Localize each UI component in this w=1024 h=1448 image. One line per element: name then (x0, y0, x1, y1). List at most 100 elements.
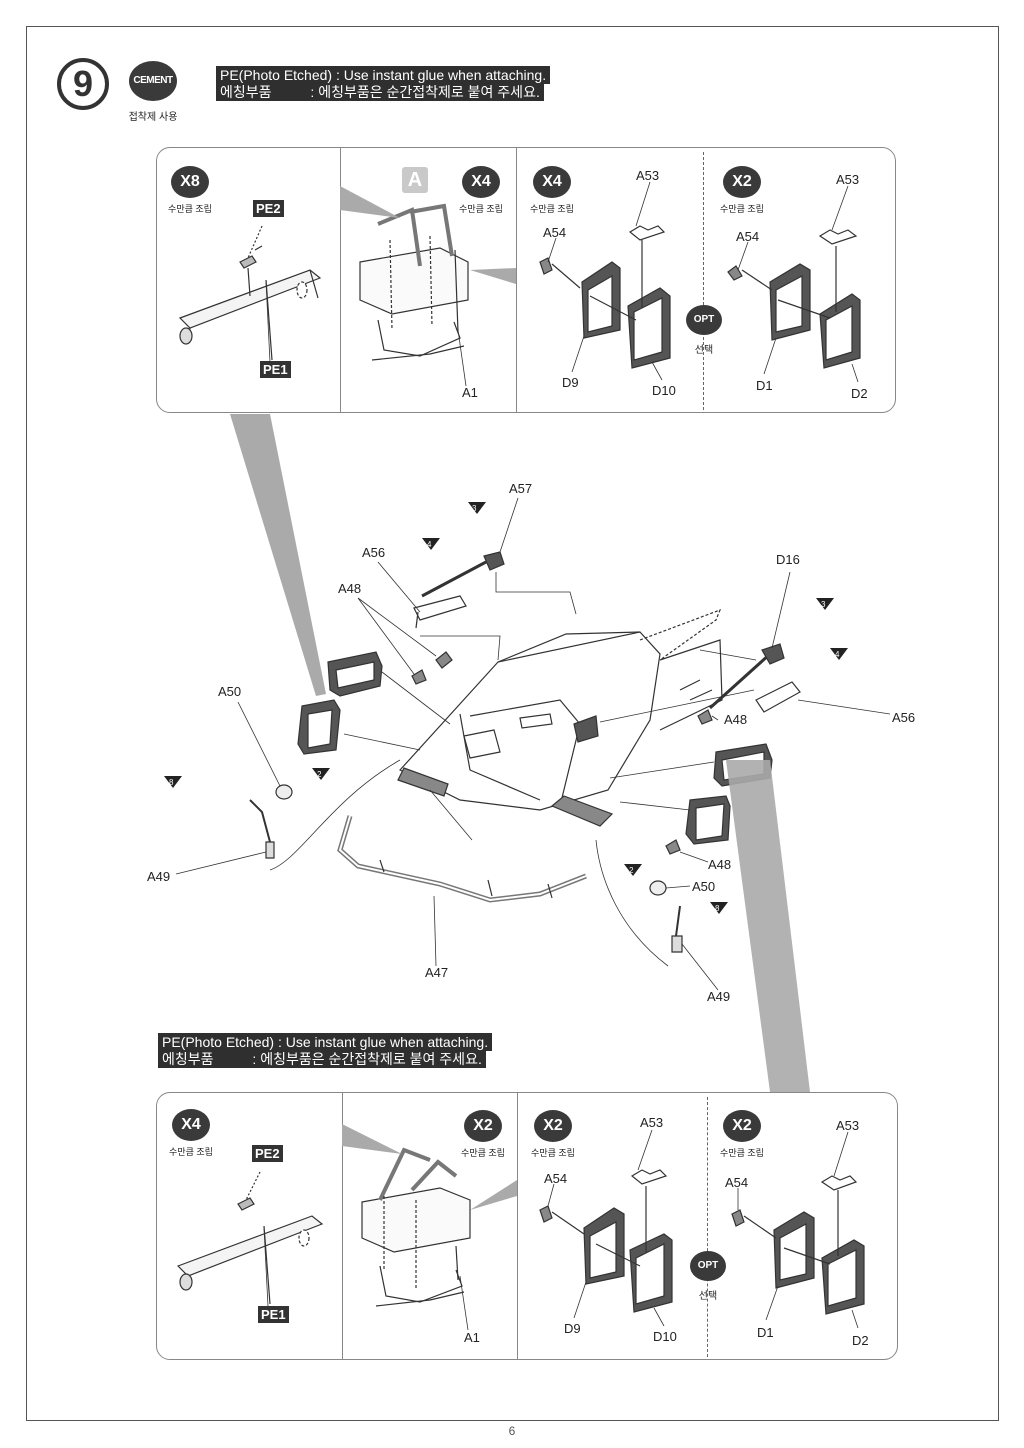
repeat-badge: X2 (534, 1110, 572, 1142)
pointer-wedge (230, 414, 326, 696)
marker-2-right (624, 864, 642, 876)
repeat-sub: 수만큼 조립 (530, 204, 574, 214)
marker-2-left (312, 768, 330, 780)
pointer-wedge (726, 760, 810, 1092)
label-a54: A54 (543, 225, 567, 240)
label-a53: A53 (836, 1118, 860, 1133)
page-frame (26, 26, 999, 1421)
bottom-divider-1 (342, 1093, 343, 1359)
label-a50: A50 (218, 684, 242, 699)
label-a48: A48 (338, 581, 362, 596)
clip-a48 (665, 839, 681, 855)
pointer-wedge (470, 1180, 517, 1210)
top-divider-1 (340, 148, 341, 412)
marker-a-box: A (402, 167, 428, 193)
opt-icon: OPT (690, 1251, 726, 1281)
opt-sub: 선택 (698, 1291, 718, 1302)
label-d1: D1 (756, 378, 773, 393)
cement-sub-label: 접착제 사용 (128, 112, 178, 123)
jerrycan-d9-d10-drawing (539, 225, 671, 369)
marker-4-left (422, 538, 440, 550)
mount-a49-right (671, 935, 683, 953)
clip-a48 (435, 651, 453, 669)
repeat-sub: 수만큼 조립 (461, 1148, 505, 1158)
label-d10: D10 (653, 1329, 677, 1344)
pe-note-top-line1: PE(Photo Etched) : Use instant glue when… (216, 66, 551, 84)
label-a53: A53 (640, 1115, 664, 1130)
page-number: 6 (508, 1424, 516, 1438)
label-d10: D10 (652, 383, 676, 398)
label-a54: A54 (725, 1175, 749, 1190)
label-a54: A54 (736, 229, 760, 244)
pe-note-mid-line2: 에칭부품 : 에칭부품은 순간접착제로 붙여 주세요. (158, 1050, 486, 1068)
jerrycan-holder-drawing (361, 1147, 471, 1307)
label-a53: A53 (636, 168, 660, 183)
label-d1: D1 (757, 1325, 774, 1340)
pe-note-mid-line1: PE(Photo Etched) : Use instant glue when… (158, 1033, 493, 1051)
repeat-badge: X2 (464, 1110, 502, 1142)
label-a48: A48 (708, 857, 732, 872)
clip-a48 (411, 669, 427, 685)
marker-label: 2 (629, 866, 634, 875)
label-a1: A1 (464, 1330, 480, 1345)
label-a54: A54 (544, 1171, 568, 1186)
repeat-badge: X2 (723, 166, 761, 198)
label-a49: A49 (707, 989, 731, 1004)
shovel-a57 (421, 560, 487, 598)
label-a1: A1 (462, 385, 478, 400)
label-a56: A56 (362, 545, 386, 560)
label-a47: A47 (425, 965, 449, 980)
marker-label: 3 (472, 504, 477, 513)
repeat-badge: X4 (172, 1109, 210, 1141)
pe1-rail-drawing (176, 1171, 324, 1305)
shovel-d16 (708, 652, 772, 710)
label-a50: A50 (692, 879, 716, 894)
pe1-rail-drawing (178, 225, 322, 361)
repeat-sub: 수만큼 조립 (720, 1148, 764, 1158)
step-markers (164, 502, 848, 914)
marker-label: 3 (821, 600, 826, 609)
label-a56: A56 (892, 710, 916, 725)
label-pe2: PE2 (252, 1145, 283, 1162)
repeat-badge: X8 (171, 166, 209, 198)
top-divider-2 (516, 148, 517, 412)
label-pe1: PE1 (260, 361, 291, 378)
marker-4-right (830, 648, 848, 660)
repeat-sub: 수만큼 조립 (169, 1147, 213, 1157)
jerrycan-d9-d10-drawing (539, 1169, 673, 1313)
mount-a49-left (265, 841, 275, 859)
marker-label: 8 (715, 904, 720, 913)
label-d16: D16 (776, 552, 800, 567)
marker-label: 4 (427, 540, 432, 549)
marker-3-left (468, 502, 486, 514)
label-pe1: PE1 (258, 1306, 289, 1323)
marker-3-right (816, 598, 834, 610)
label-a57: A57 (509, 481, 533, 496)
repeat-badge: X4 (462, 166, 500, 198)
pointer-wedge (470, 268, 516, 284)
label-d9: D9 (562, 375, 579, 390)
repeat-badge: X2 (723, 1110, 761, 1142)
pe-note-top-line2: 에칭부품 : 에칭부품은 순간접착제로 붙여 주세요. (216, 83, 544, 101)
pointer-wedge (342, 1124, 402, 1154)
repeat-badge: X4 (533, 166, 571, 198)
repeat-sub: 수만큼 조립 (168, 204, 212, 214)
top-dashed-divider (703, 152, 704, 410)
marker-8-left (164, 776, 182, 788)
marker-label: 8 (169, 778, 174, 787)
marker-label: 4 (835, 650, 840, 659)
bottom-dashed-divider (707, 1097, 708, 1357)
clip-a48 (697, 709, 713, 725)
label-a49: A49 (147, 869, 171, 884)
tool-a56-right (755, 681, 801, 713)
pointer-wedge (340, 186, 400, 218)
opt-icon: OPT (686, 305, 722, 335)
marker-8-right (710, 902, 728, 914)
label-a53: A53 (836, 172, 860, 187)
marker-label: 2 (317, 770, 322, 779)
jerrycan-d1-d2-drawing (727, 229, 861, 369)
label-d2: D2 (851, 386, 868, 401)
opt-sub: 선택 (694, 345, 714, 356)
